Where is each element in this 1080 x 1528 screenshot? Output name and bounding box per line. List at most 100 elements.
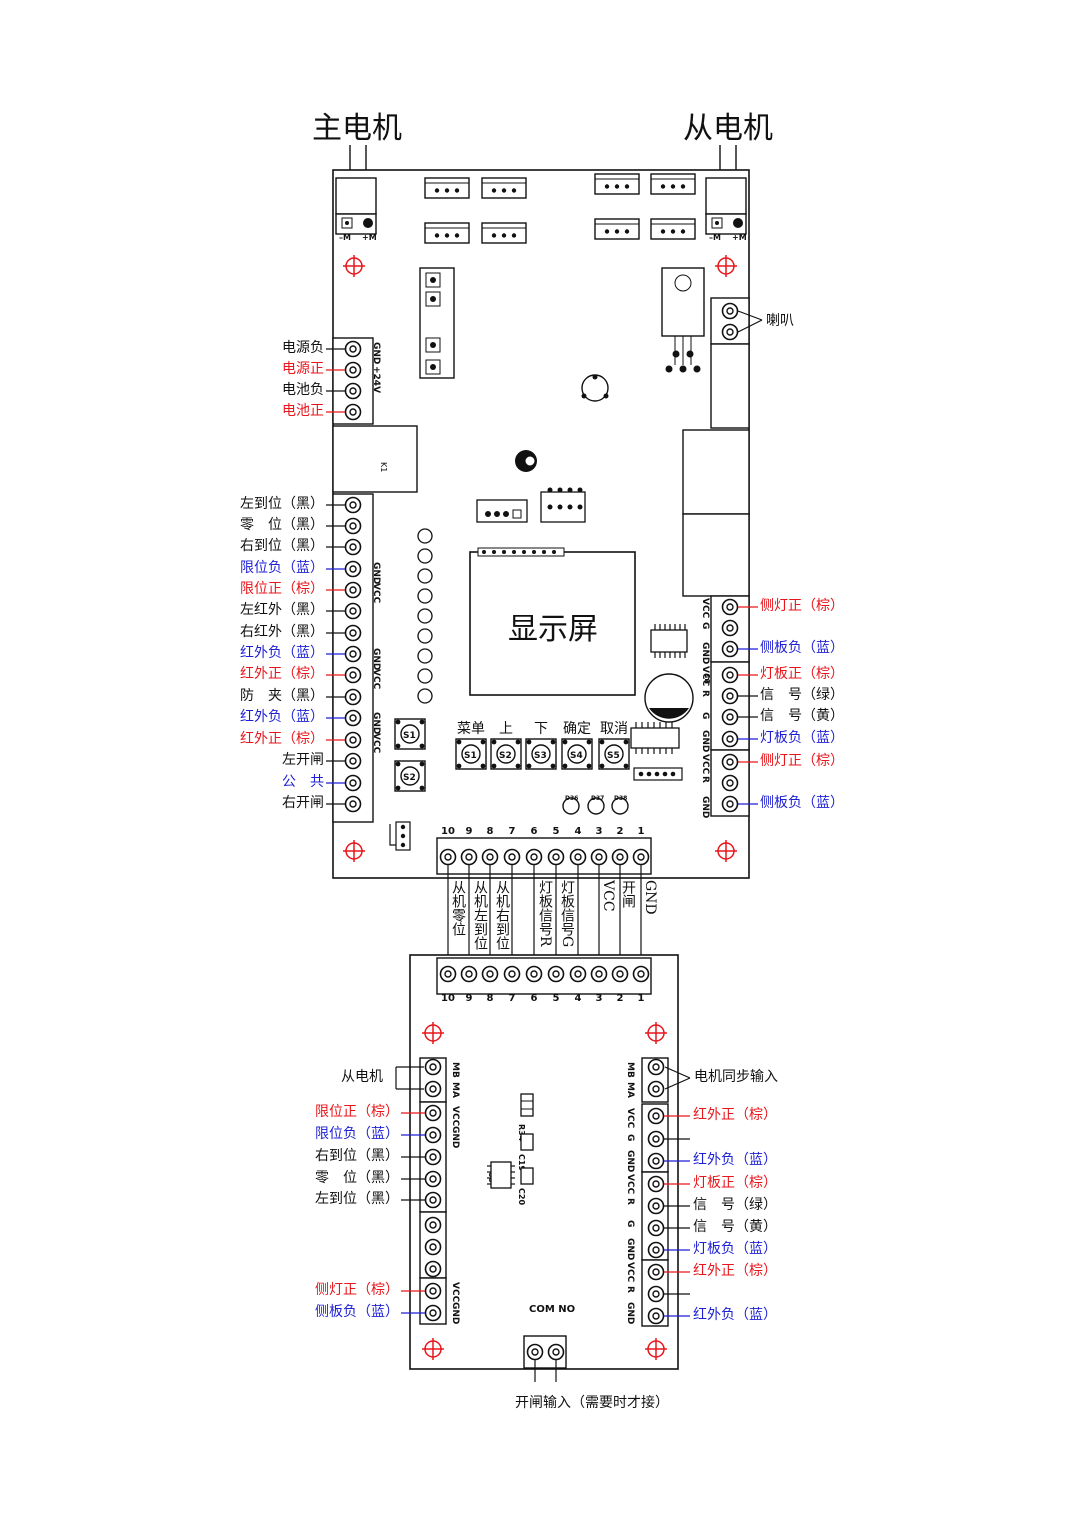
terminal-main-left xyxy=(344,538,362,556)
display-label: 显示屏 xyxy=(508,612,598,647)
terminal-main-left xyxy=(344,602,362,620)
svg-text:R34: R34 xyxy=(517,1124,526,1142)
terminal-sub-right xyxy=(647,1080,665,1098)
svg-text:–M: –M xyxy=(339,233,351,242)
svg-text:VCC: VCC xyxy=(371,733,381,754)
terminal-main-left xyxy=(344,624,362,642)
svg-text:GND: GND xyxy=(625,1150,635,1172)
pin-number: 1 xyxy=(637,826,645,837)
cable-label: 从机右到位 xyxy=(494,880,510,950)
terminal-sub-left xyxy=(424,1058,442,1076)
terminal-sub-right xyxy=(647,1241,665,1259)
pin-number: 4 xyxy=(574,826,582,837)
main-left-label: 电池负 xyxy=(282,382,324,398)
sub-connector-pin xyxy=(439,965,457,983)
pin-number: 3 xyxy=(595,993,603,1004)
svg-text:VCC: VCC xyxy=(450,1282,460,1303)
svg-text:C20: C20 xyxy=(517,1188,526,1205)
display-screen xyxy=(469,551,636,696)
terminal-main-right xyxy=(721,640,739,658)
slave-motor-connector xyxy=(705,145,747,235)
main-left-label: 红外负（蓝） xyxy=(240,645,324,661)
main-right-label: 信 号（绿） xyxy=(760,687,844,703)
sub-left-label: 限位正（棕） xyxy=(315,1104,399,1120)
sub-right-label: 红外正（棕） xyxy=(693,1107,777,1123)
main-left-label: 左红外（黑） xyxy=(240,602,324,618)
svg-text:D37: D37 xyxy=(591,795,604,802)
pin-number: 1 xyxy=(637,993,645,1004)
main-motor-connector xyxy=(335,145,377,235)
sub-left-label: 零 位（黑） xyxy=(315,1170,399,1186)
button-id: S4 xyxy=(570,751,583,761)
sub-connector-pin xyxy=(525,965,543,983)
terminal-sub-right xyxy=(647,1058,665,1076)
svg-text:GND: GND xyxy=(450,1126,460,1148)
terminal-sub-right xyxy=(647,1175,665,1193)
terminal-main-left xyxy=(344,496,362,514)
pin-number: 3 xyxy=(595,826,603,837)
svg-text:MA: MA xyxy=(625,1082,635,1098)
main-right-label: 信 号（黄） xyxy=(760,708,844,724)
terminal-sub-right xyxy=(647,1197,665,1215)
main-left-label: 电源负 xyxy=(282,340,324,356)
sub-right-label: 电机同步输入 xyxy=(694,1069,778,1085)
terminal-main-right xyxy=(721,730,739,748)
pin-number: 4 xyxy=(574,993,582,1004)
svg-text:U5: U5 xyxy=(704,673,712,684)
terminal-main-left xyxy=(344,666,362,684)
main-left-label: 红外负（蓝） xyxy=(240,709,324,725)
svg-text:D38: D38 xyxy=(614,795,627,802)
main-right-label: 灯板正（棕） xyxy=(760,666,844,682)
terminal-main-right xyxy=(721,666,739,684)
terminal-sub-right xyxy=(647,1130,665,1148)
main-right-label: 侧灯正（棕） xyxy=(760,598,844,614)
com-no-label: COM NO xyxy=(529,1304,576,1315)
pin-number: 5 xyxy=(552,993,560,1004)
terminal-main-left xyxy=(344,560,362,578)
sub-right-label: 红外负（蓝） xyxy=(693,1307,777,1323)
pin-number: 7 xyxy=(508,826,516,837)
sub-left-label: 左到位（黑） xyxy=(315,1191,399,1207)
svg-text:MB: MB xyxy=(450,1062,460,1078)
terminal-sub-left xyxy=(424,1126,442,1144)
svg-text:+24V: +24V xyxy=(371,366,381,393)
terminal-main-left xyxy=(344,731,362,749)
terminal-main-left xyxy=(344,403,362,421)
button-id: S5 xyxy=(607,751,620,761)
sub-connector-pin xyxy=(503,965,521,983)
button-label: 下 xyxy=(534,721,548,737)
pin-number: 2 xyxy=(616,826,624,837)
terminal-sub-left xyxy=(424,1148,442,1166)
svg-text:GND: GND xyxy=(371,712,381,734)
sub-left-label: 侧灯正（棕） xyxy=(315,1282,399,1298)
svg-text:–M: –M xyxy=(709,233,721,242)
sub-left-label: 限位负（蓝） xyxy=(315,1126,399,1142)
side-button-id: S1 xyxy=(403,731,416,741)
svg-text:VCC: VCC xyxy=(700,666,710,687)
sub-connector-pin xyxy=(547,965,565,983)
svg-text:G: G xyxy=(625,1134,635,1141)
terminal-main-right xyxy=(721,708,739,726)
svg-text:G: G xyxy=(625,1220,635,1227)
main-left-label: 防 夹（黑） xyxy=(240,688,324,704)
terminal-main-left xyxy=(344,340,362,358)
svg-text:VCC: VCC xyxy=(371,583,381,604)
terminal-sub-right xyxy=(647,1152,665,1170)
pin-number: 8 xyxy=(486,826,494,837)
pin-column xyxy=(417,528,433,704)
svg-text:VCC: VCC xyxy=(450,1106,460,1127)
svg-text:GND: GND xyxy=(700,730,710,752)
svg-text:VCC: VCC xyxy=(700,598,710,619)
main-connector-pin xyxy=(525,848,543,866)
main-left-label: 右红外（黑） xyxy=(240,624,324,640)
terminal-main-left xyxy=(344,795,362,813)
pin-number: 7 xyxy=(508,993,516,1004)
cable-label: 灯板信号G xyxy=(559,880,575,948)
pin-number: 9 xyxy=(465,826,473,837)
svg-text:VCC: VCC xyxy=(700,754,710,775)
svg-text:GND: GND xyxy=(450,1302,460,1324)
side-button-id: S2 xyxy=(403,773,416,783)
svg-text:K1: K1 xyxy=(379,462,388,472)
terminal-main-right xyxy=(721,687,739,705)
